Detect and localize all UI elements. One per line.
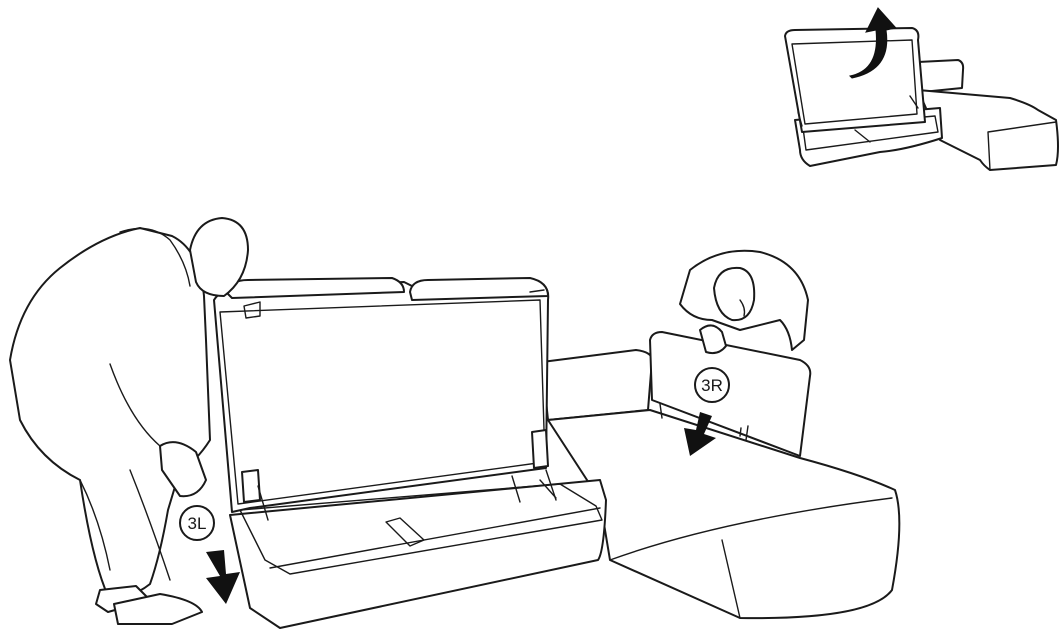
chaise-section: 3R [542, 251, 899, 618]
person-left-body [10, 228, 210, 597]
chaise-backrest [542, 350, 652, 420]
person-right [680, 251, 808, 353]
step-3l-label: 3L [188, 514, 207, 533]
step-3r-label: 3R [701, 376, 723, 395]
step-3l-down-arrow [206, 550, 240, 604]
lid-bracket-right [532, 430, 548, 468]
storage-section [214, 278, 606, 628]
inset-illustration [785, 8, 1058, 170]
lid-cushion-right [410, 278, 548, 300]
person-left [10, 218, 248, 624]
inset-chaise-back [918, 60, 963, 92]
storage-lid [214, 282, 548, 512]
